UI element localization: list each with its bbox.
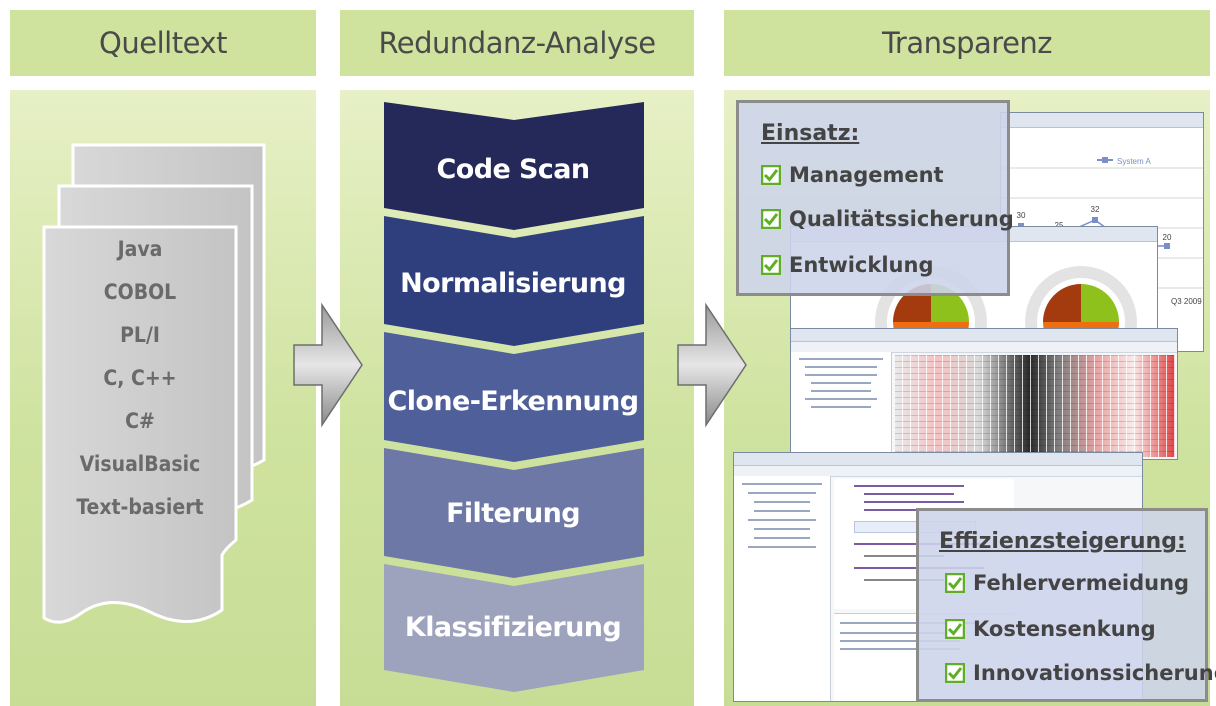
column-title-source: Quelltext: [99, 26, 227, 60]
checkbox-checked-icon: [761, 165, 781, 185]
flow-arrow-right-icon: [677, 302, 747, 428]
efficiency-item: Fehlervermeidung: [945, 571, 1189, 595]
efficiency-item-label: Fehlervermeidung: [973, 571, 1190, 595]
source-documents-icon: [42, 143, 266, 624]
analysis-steps: [384, 102, 644, 692]
step-label-filtering: Filterung: [446, 498, 580, 529]
step-label-classification: Klassifizierung: [404, 612, 622, 643]
screenshot-clone-heatmap: [790, 328, 1178, 460]
chart-point-label: 30: [1017, 211, 1026, 220]
column-header-source: Quelltext: [10, 10, 316, 76]
chart-point-label: 32: [1091, 205, 1100, 214]
checkbox-checked-icon: [761, 255, 781, 275]
flow-arrow-right-icon: [293, 302, 363, 428]
step-shape-normalization: [384, 216, 644, 346]
checkbox-checked-icon: [761, 209, 781, 229]
usage-item-label: Management: [789, 163, 944, 187]
usage-item-label: Entwicklung: [789, 253, 934, 277]
step-shape-filtering: [384, 448, 644, 578]
step-label-normalization: Normalisierung: [400, 268, 626, 299]
efficiency-item-label: Innovationssicherung: [973, 661, 1216, 685]
language-item: COBOL: [103, 280, 177, 304]
efficiency-item: Innovationssicherung: [945, 661, 1216, 685]
language-item: C, C++: [103, 366, 177, 390]
step-label-code-scan: Code Scan: [436, 154, 591, 185]
step-shape-code-scan: [384, 102, 644, 230]
usage-item-label: Qualitätssicherung: [789, 207, 1014, 231]
step-shape-classification: [384, 564, 644, 692]
column-header-result: Transparenz: [724, 10, 1210, 76]
usage-box: Einsatz: Management Qualitätssicherung E…: [736, 100, 1014, 296]
language-item: Text-basiert: [76, 495, 204, 519]
language-list: Java COBOL PL/I C, C++ C# VisualBasic Te…: [60, 228, 220, 529]
step-shape-clone-detection: [384, 332, 644, 462]
efficiency-item: Kostensenkung: [945, 617, 1156, 641]
efficiency-item-label: Kostensenkung: [973, 617, 1156, 641]
usage-item: Qualitätssicherung: [761, 207, 1014, 231]
chart-period-label: Q3 2009: [1171, 297, 1202, 306]
chart-point-label: 25: [1055, 221, 1064, 230]
step-label-clone-detection: Clone-Erkennung: [387, 386, 639, 417]
checkbox-checked-icon: [945, 573, 965, 593]
language-item: C#: [125, 409, 155, 433]
column-title-result: Transparenz: [881, 26, 1053, 60]
column-title-analysis: Redundanz-Analyse: [378, 26, 656, 60]
language-item: Java: [117, 237, 163, 261]
efficiency-box-title: Effizienzsteigerung:: [939, 529, 1186, 554]
checkbox-checked-icon: [945, 619, 965, 639]
checkbox-checked-icon: [945, 663, 965, 683]
usage-box-title: Einsatz:: [761, 121, 860, 146]
chart-point-label: 20: [1163, 233, 1172, 242]
chart-legend: System A: [1117, 157, 1151, 166]
language-item: PL/I: [120, 323, 160, 347]
language-item: VisualBasic: [79, 452, 201, 476]
usage-item: Management: [761, 163, 944, 187]
usage-item: Entwicklung: [761, 253, 933, 277]
efficiency-box: Effizienzsteigerung: Fehlervermeidung Ko…: [916, 508, 1216, 702]
column-header-analysis: Redundanz-Analyse: [340, 10, 694, 76]
